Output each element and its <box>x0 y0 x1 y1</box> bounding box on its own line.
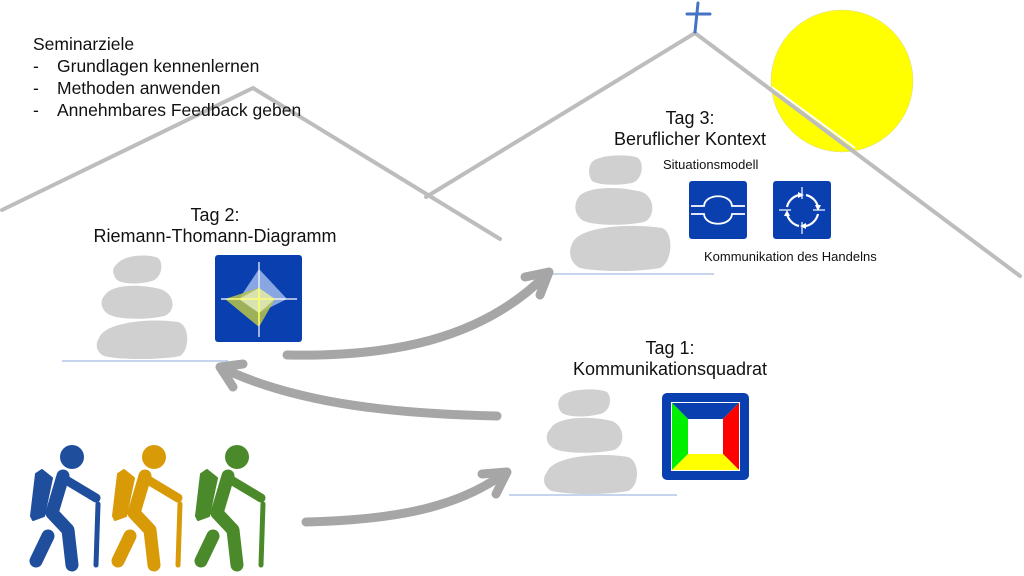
day2-title: Tag 2: <box>190 205 240 225</box>
day1-title: Tag 1: <box>645 338 695 358</box>
communication-square-icon <box>662 393 749 480</box>
summit-cross-icon <box>685 1 712 34</box>
arrow-hikers-to-day1[interactable] <box>301 467 512 527</box>
day2-label: Tag 2: Riemann-Thomann-Diagramm <box>70 205 360 247</box>
action-cycle-icon <box>773 181 831 239</box>
arrow-day2-to-day3[interactable] <box>282 267 554 360</box>
sun-edge-highlight <box>771 86 856 149</box>
riemann-thomann-diagram-icon <box>215 255 302 342</box>
arrow-day1-to-day2[interactable] <box>215 359 502 421</box>
stone-cairn-day3 <box>570 155 671 271</box>
situation-model-icon <box>689 181 747 239</box>
seminar-goals: Seminarziele -Grundlagen kennenlernen -M… <box>33 33 301 121</box>
day1-topic: Kommunikationsquadrat <box>572 359 768 379</box>
sun-icon <box>770 9 914 153</box>
mountain-left <box>0 85 502 241</box>
stone-cairn-day2 <box>96 255 188 359</box>
situation-model-label: Situationsmodell <box>663 157 759 172</box>
mountain-right <box>424 30 1022 278</box>
hiker-orange-icon <box>111 445 183 572</box>
day3-label: Tag 3: Beruflicher Kontext <box>590 108 790 150</box>
goal-item: -Annehmbares Feedback geben <box>33 100 302 120</box>
day2-topic: Riemann-Thomann-Diagramm <box>93 226 337 246</box>
hiker-green-icon <box>194 445 266 572</box>
day3-title: Tag 3: <box>665 108 715 128</box>
seminar-goals-title: Seminarziele <box>33 34 135 54</box>
stone-cairn-day1 <box>544 389 637 494</box>
day1-label: Tag 1: Kommunikationsquadrat <box>550 338 790 380</box>
goal-item: -Methoden anwenden <box>33 78 221 98</box>
communication-of-action-label: Kommunikation des Handelns <box>704 249 877 264</box>
hiker-blue-icon <box>29 445 101 572</box>
day3-topic: Beruflicher Kontext <box>613 129 767 149</box>
goal-item: -Grundlagen kennenlernen <box>33 56 260 76</box>
